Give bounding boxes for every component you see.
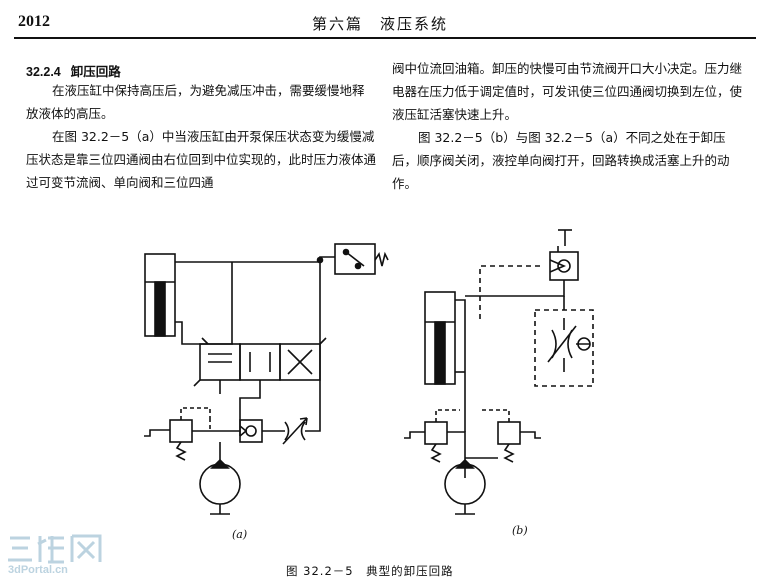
- circuit-a-diagram: [144, 243, 389, 515]
- paragraph-figure-a-part1: 在图 32.2－5（a）中当液压缸由开泵保压状态变为缓慢减压状态是靠三位四通阀由…: [26, 129, 377, 190]
- section-title: 卸压回路: [70, 64, 121, 79]
- header-rule: [14, 37, 756, 39]
- pump-b: [444, 458, 486, 515]
- part-title: 第六篇 液压系统: [312, 15, 449, 33]
- paragraph-figure-b: 图 32.2－5（b）与图 32.2－5（a）不同之处在于卸压后，顺序阀关闭，液…: [392, 130, 730, 191]
- paragraph-intro: 在液压缸中保持高压后，为避免减压冲击，需要缓慢地释放液体的高压。: [26, 83, 365, 121]
- figure-label-b: (b): [512, 524, 528, 537]
- figure-caption: 图 32.2－5 典型的卸压回路: [286, 564, 454, 578]
- page-number: 2012: [18, 13, 50, 30]
- left-column: 在液压缸中保持高压后，为避免减压冲击，需要缓慢地释放液体的高压。 在图 32.2…: [26, 79, 376, 194]
- section-number: 32.2.4: [26, 65, 61, 79]
- paragraph-figure-a-part2: 阀中位流回油箱。卸压的快慢可由节流阀开口大小决定。压力继电器在压力低于调定值时，…: [392, 61, 743, 122]
- right-column: 阀中位流回油箱。卸压的快慢可由节流阀开口大小决定。压力继电器在压力低于调定值时，…: [392, 57, 748, 195]
- hydraulic-circuit-figure: [144, 229, 594, 515]
- relief-valve-b-left: [404, 409, 460, 463]
- circuit-b-diagram: [404, 229, 594, 515]
- relief-valve-b-right: [480, 409, 541, 463]
- check-valve-a: [239, 419, 263, 443]
- figure-label-a: (a): [232, 528, 248, 541]
- pump-a: [199, 458, 241, 515]
- section-heading: 32.2.4 卸压回路: [26, 61, 121, 80]
- cylinder-a: [144, 253, 176, 337]
- four-way-valve-a: [193, 337, 327, 387]
- watermark-logo: [8, 534, 102, 564]
- sequence-valve-a: [144, 407, 211, 461]
- cylinder-b: [424, 291, 456, 385]
- throttle-valve-a: [282, 417, 308, 445]
- watermark-url: 3dPortal.cn: [8, 564, 68, 576]
- throttle-check-block-b: [534, 309, 594, 387]
